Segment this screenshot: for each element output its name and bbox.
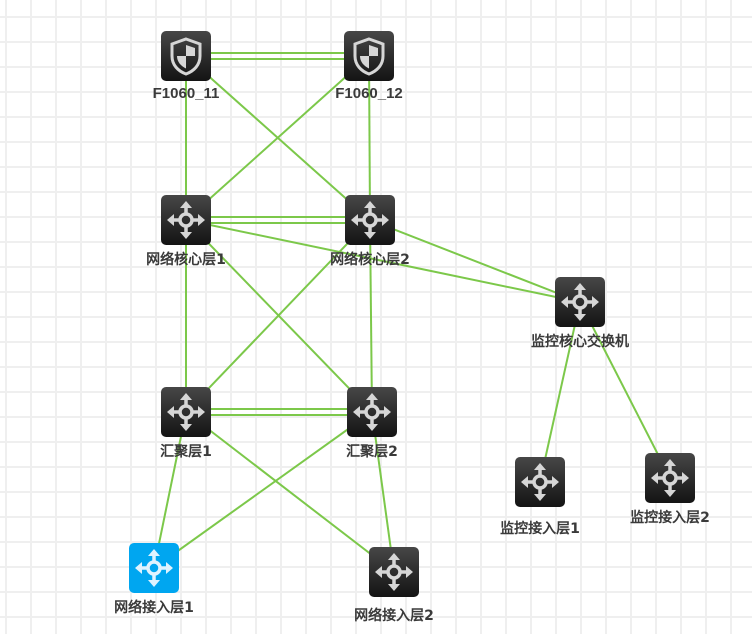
node-acc2[interactable] [369,547,419,597]
node-label-fw12: F1060_12 [335,85,403,102]
node-label-acc2: 网络接入层2 [354,608,434,624]
link-agg1-acc2[interactable] [185,411,395,573]
node-fw12[interactable] [344,31,394,81]
node-monacc2[interactable] [645,453,695,503]
node-label-core2: 网络核心层2 [330,252,410,268]
node-label-monacc1: 监控接入层1 [500,521,580,537]
node-acc1[interactable] [129,543,179,593]
link-agg1-acc1[interactable] [153,411,187,569]
switch-arrows-icon [645,453,695,503]
link-agg2-acc1[interactable] [153,411,373,569]
node-moncore[interactable] [555,277,605,327]
firewall-shield-icon [344,31,394,81]
switch-arrows-icon [161,195,211,245]
node-monacc1[interactable] [515,457,565,507]
node-label-agg2: 汇聚层2 [346,444,398,460]
node-label-core1: 网络核心层1 [146,252,226,268]
node-label-moncore: 监控核心交换机 [531,334,629,350]
node-agg2[interactable] [347,387,397,437]
firewall-shield-icon [161,31,211,81]
node-label-agg1: 汇聚层1 [160,444,212,460]
link-core2-moncore[interactable] [369,219,581,303]
node-core1[interactable] [161,195,211,245]
node-label-fw11: F1060_11 [152,85,220,102]
switch-arrows-icon [161,387,211,437]
switch-arrows-icon [369,547,419,597]
node-core2[interactable] [345,195,395,245]
link-core2-agg1[interactable] [185,219,371,413]
link-fw12-core2[interactable] [368,55,371,221]
switch-arrows-icon [129,543,179,593]
node-label-monacc2: 监控接入层2 [630,510,710,526]
switch-arrows-icon [515,457,565,507]
link-core2-agg2[interactable] [369,219,373,413]
link-moncore-monacc1[interactable] [539,301,581,483]
switch-arrows-icon [347,387,397,437]
switch-arrows-icon [555,277,605,327]
link-moncore-monacc2[interactable] [579,301,671,479]
link-fw12-core1[interactable] [185,55,370,221]
link-core1-moncore[interactable] [185,219,581,303]
node-agg1[interactable] [161,387,211,437]
node-fw11[interactable] [161,31,211,81]
switch-arrows-icon [345,195,395,245]
node-label-acc1: 网络接入层1 [114,600,194,616]
link-agg2-acc2[interactable] [371,411,395,573]
